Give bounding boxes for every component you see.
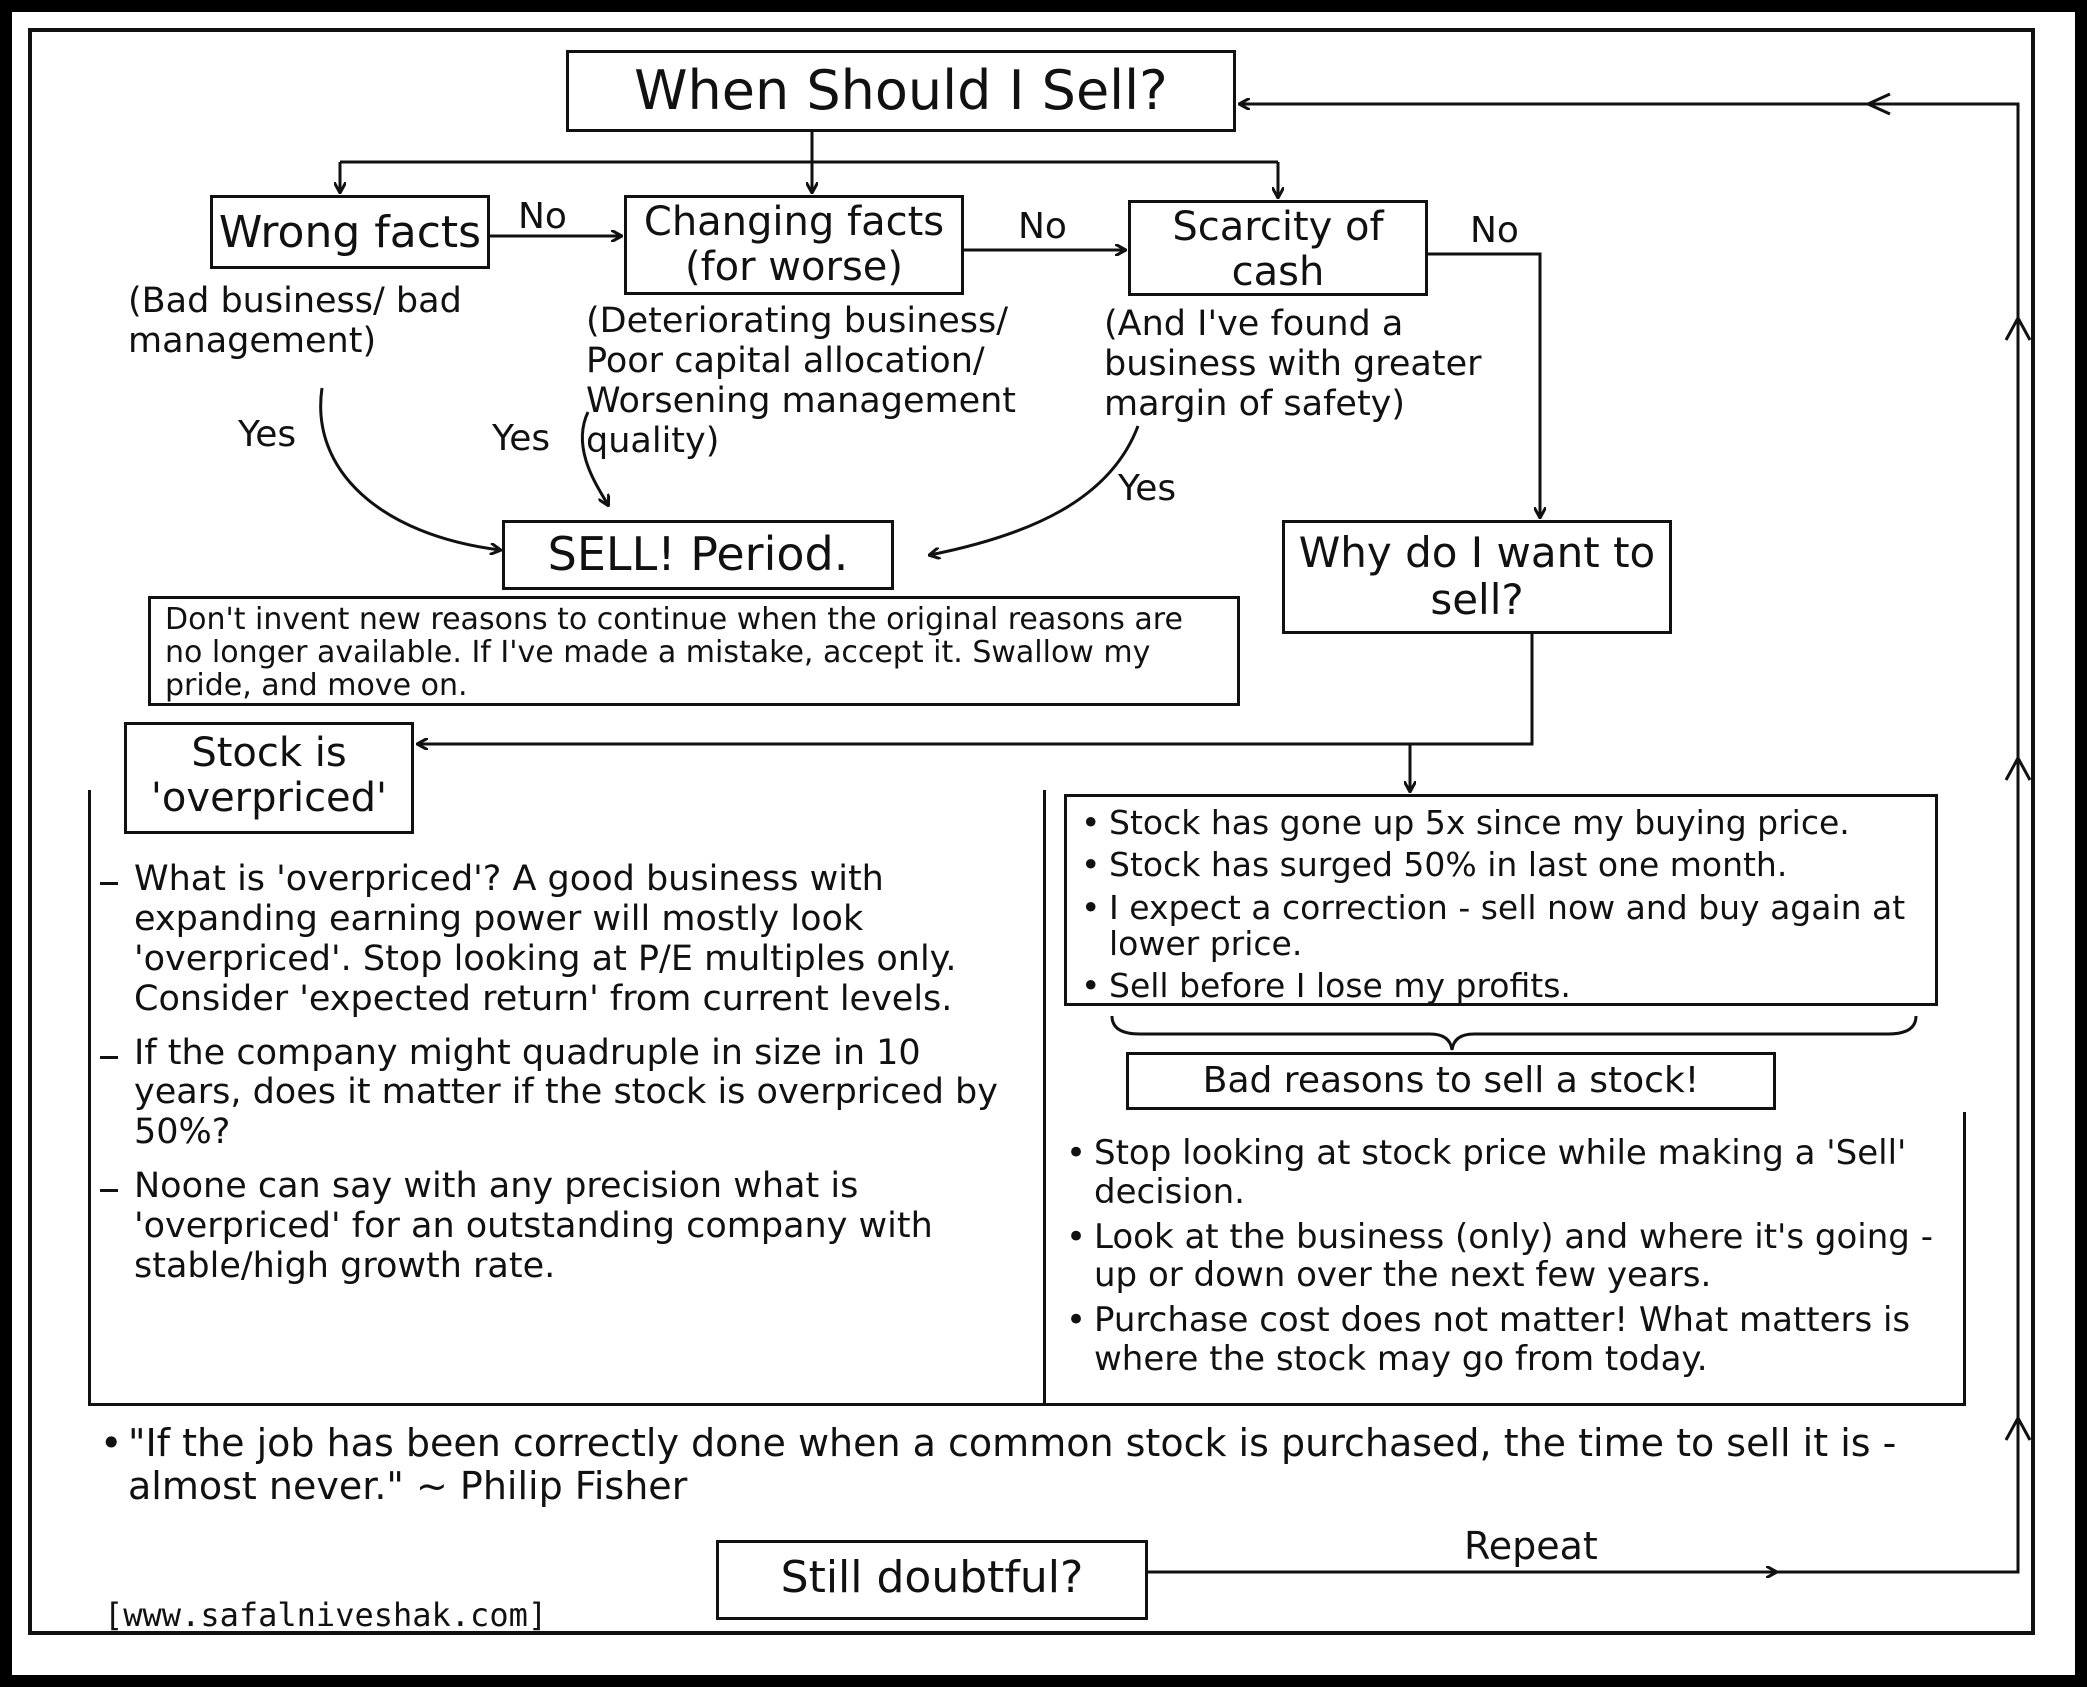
overpriced-point: Noone can say with any precision what is… [100, 1166, 1020, 1287]
bad-reasons-title-box: Bad reasons to sell a stock! [1126, 1052, 1776, 1110]
footer-url: [www.safalniveshak.com] [104, 1596, 548, 1634]
fisher-quote-text: "If the job has been correctly done when… [128, 1421, 1897, 1509]
title-box: When Should I Sell? [566, 50, 1236, 132]
wrong-facts-label: Wrong facts [218, 207, 482, 258]
changing-facts-note: (Deteriorating business/ Poor capital al… [586, 301, 1017, 461]
bad-reason-item: I expect a correction - sell now and buy… [1081, 889, 1921, 963]
overpriced-points-list: What is 'overpriced'? A good business wi… [100, 859, 1020, 1301]
advice-item: Purchase cost does not matter! What matt… [1066, 1301, 1946, 1379]
edge-label-yes-2: Yes [492, 418, 551, 459]
edge-label-yes-1: Yes [238, 414, 297, 455]
advice-list: Stop looking at stock price while making… [1066, 1134, 1946, 1385]
advice-item: Stop looking at stock price while making… [1066, 1134, 1946, 1212]
edge-label-no-2: No [1018, 206, 1067, 247]
sell-period-label: SELL! Period. [547, 527, 849, 581]
page-title: When Should I Sell? [634, 59, 1168, 122]
changing-facts-label: Changing facts (for worse) [643, 199, 945, 290]
scarcity-cash-label: Scarcity of cash [1172, 204, 1384, 295]
advice-item: Look at the business (only) and where it… [1066, 1217, 1946, 1296]
fisher-quote: • "If the job has been correctly done wh… [100, 1421, 1897, 1509]
why-sell-box: Why do I want to sell? [1282, 520, 1672, 634]
bad-reason-item: Stock has gone up 5x since my buying pri… [1081, 804, 1921, 841]
scarcity-cash-note: (And I've found a business with greater … [1104, 304, 1482, 424]
bad-reasons-box: Stock has gone up 5x since my buying pri… [1064, 794, 1938, 1006]
edge-label-no-1: No [518, 196, 567, 237]
bad-reasons-list: Stock has gone up 5x since my buying pri… [1081, 804, 1921, 1005]
scarcity-cash-box: Scarcity of cash [1128, 200, 1428, 296]
overpriced-label: Stock is 'overpriced' [150, 730, 388, 821]
bad-reasons-title: Bad reasons to sell a stock! [1202, 1060, 1700, 1101]
still-doubtful-label: Still doubtful? [780, 1552, 1084, 1603]
diagram-frame [28, 28, 2035, 1635]
edge-label-repeat: Repeat [1464, 1524, 1598, 1568]
wrong-facts-note: (Bad business/ bad management) [128, 281, 462, 361]
overpriced-point: If the company might quadruple in size i… [100, 1033, 1020, 1154]
bad-reason-item: Stock has surged 50% in last one month. [1081, 846, 1921, 883]
edge-label-yes-3: Yes [1118, 468, 1177, 509]
wrong-facts-box: Wrong facts [210, 195, 490, 269]
edge-label-no-3: No [1470, 210, 1519, 251]
sell-period-box: SELL! Period. [502, 520, 894, 590]
overpriced-box: Stock is 'overpriced' [124, 722, 414, 834]
still-doubtful-box: Still doubtful? [716, 1540, 1148, 1620]
bad-reason-item: Sell before I lose my profits. [1081, 967, 1921, 1004]
overpriced-points-box [88, 790, 1046, 1406]
sell-note-box: Don't invent new reasons to continue whe… [148, 596, 1240, 706]
changing-facts-box: Changing facts (for worse) [624, 195, 964, 295]
overpriced-point: What is 'overpriced'? A good business wi… [100, 859, 1020, 1020]
sell-note-text: Don't invent new reasons to continue whe… [165, 602, 1183, 703]
why-sell-label: Why do I want to sell? [1298, 528, 1656, 625]
